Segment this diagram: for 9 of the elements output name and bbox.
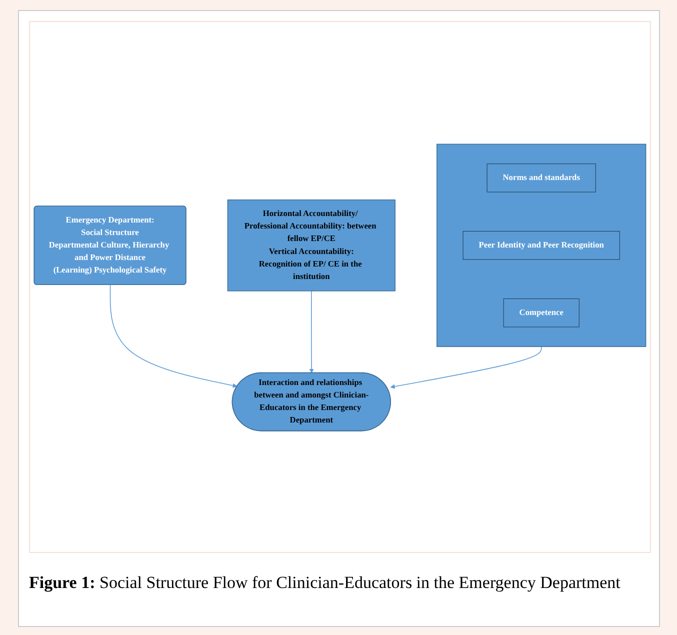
arrow	[309, 290, 314, 373]
arrow	[110, 284, 238, 388]
node-box: Peer Identity and Peer Recognition	[462, 230, 620, 260]
arrow	[390, 346, 542, 388]
node-box: Norms and standards	[486, 163, 596, 192]
node-box: Horizontal Accountability/ Professional Accountability: between fellow EP/CE Vertical Accountability: Recognition of EP/ CE in the institution	[227, 199, 396, 291]
cluster	[436, 143, 646, 346]
node-box: Competence	[503, 298, 580, 327]
figure-caption: Figure 1: Social Structure Flow for Clinician-Educators in the Emergency Department	[29, 572, 622, 594]
